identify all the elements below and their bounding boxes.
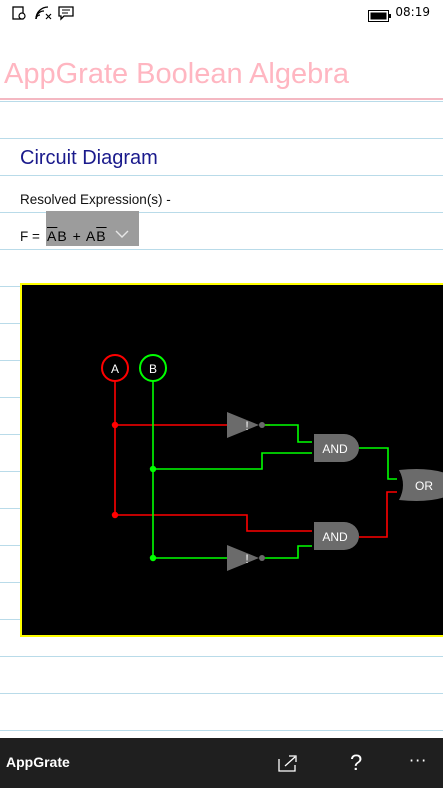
expression-dropdown[interactable]: AB + AB	[46, 211, 139, 246]
not-gate-2: !	[227, 545, 265, 571]
not-gate-1: !	[227, 412, 265, 438]
clock: 08:19	[395, 5, 430, 19]
more-icon: ···	[409, 751, 428, 770]
expr-term2-b: B	[96, 228, 107, 244]
more-button[interactable]: ···	[393, 738, 443, 788]
junction-dot	[149, 554, 157, 562]
or-gate: OR	[399, 469, 443, 501]
junction-dot	[149, 465, 157, 473]
app-title: AppGrate Boolean Algebra	[4, 58, 350, 90]
notification-icon	[12, 5, 26, 25]
status-bar: 08:19	[0, 0, 443, 28]
and-gate-2-label: AND	[322, 530, 348, 544]
expression-value: AB + AB	[47, 228, 107, 244]
battery-icon	[368, 7, 392, 26]
input-a-node[interactable]: A	[101, 354, 129, 382]
share-button[interactable]	[263, 738, 313, 788]
section-title: Circuit Diagram	[20, 147, 158, 169]
junction-dot	[111, 421, 119, 429]
title-divider	[0, 98, 443, 100]
or-gate-label: OR	[415, 479, 433, 493]
input-a-label: A	[111, 362, 119, 376]
circuit-svg: A B ! ! AND AND OR	[101, 354, 443, 571]
input-b-node[interactable]: B	[139, 354, 167, 382]
help-icon: ?	[350, 750, 363, 775]
expr-term1-b: B	[57, 228, 68, 244]
not-gate-2-label: !	[245, 552, 248, 566]
not-gate-1-label: !	[245, 419, 248, 433]
circuit-diagram: A B ! ! AND AND OR	[20, 283, 443, 637]
app-bar-title: AppGrate	[6, 754, 70, 770]
chevron-down-icon	[115, 223, 129, 242]
resolved-expression-label: Resolved Expression(s) -	[20, 192, 171, 207]
message-icon	[58, 5, 74, 25]
input-b-label: B	[149, 362, 157, 376]
help-button[interactable]: ?	[333, 738, 383, 788]
expr-term2-a: A	[85, 228, 97, 244]
app-bar: AppGrate ? ···	[0, 738, 443, 788]
expr-plus: +	[72, 228, 82, 244]
header-area	[0, 28, 443, 100]
f-label: F =	[20, 229, 40, 244]
wires-input-a	[114, 381, 397, 538]
wifi-icon	[34, 5, 52, 25]
and-gate-1: AND	[314, 434, 359, 462]
expr-term1-a: A	[47, 228, 58, 244]
junction-dot	[111, 511, 119, 519]
and-gate-1-label: AND	[322, 442, 348, 456]
share-icon	[278, 754, 298, 776]
and-gate-2: AND	[314, 522, 359, 550]
